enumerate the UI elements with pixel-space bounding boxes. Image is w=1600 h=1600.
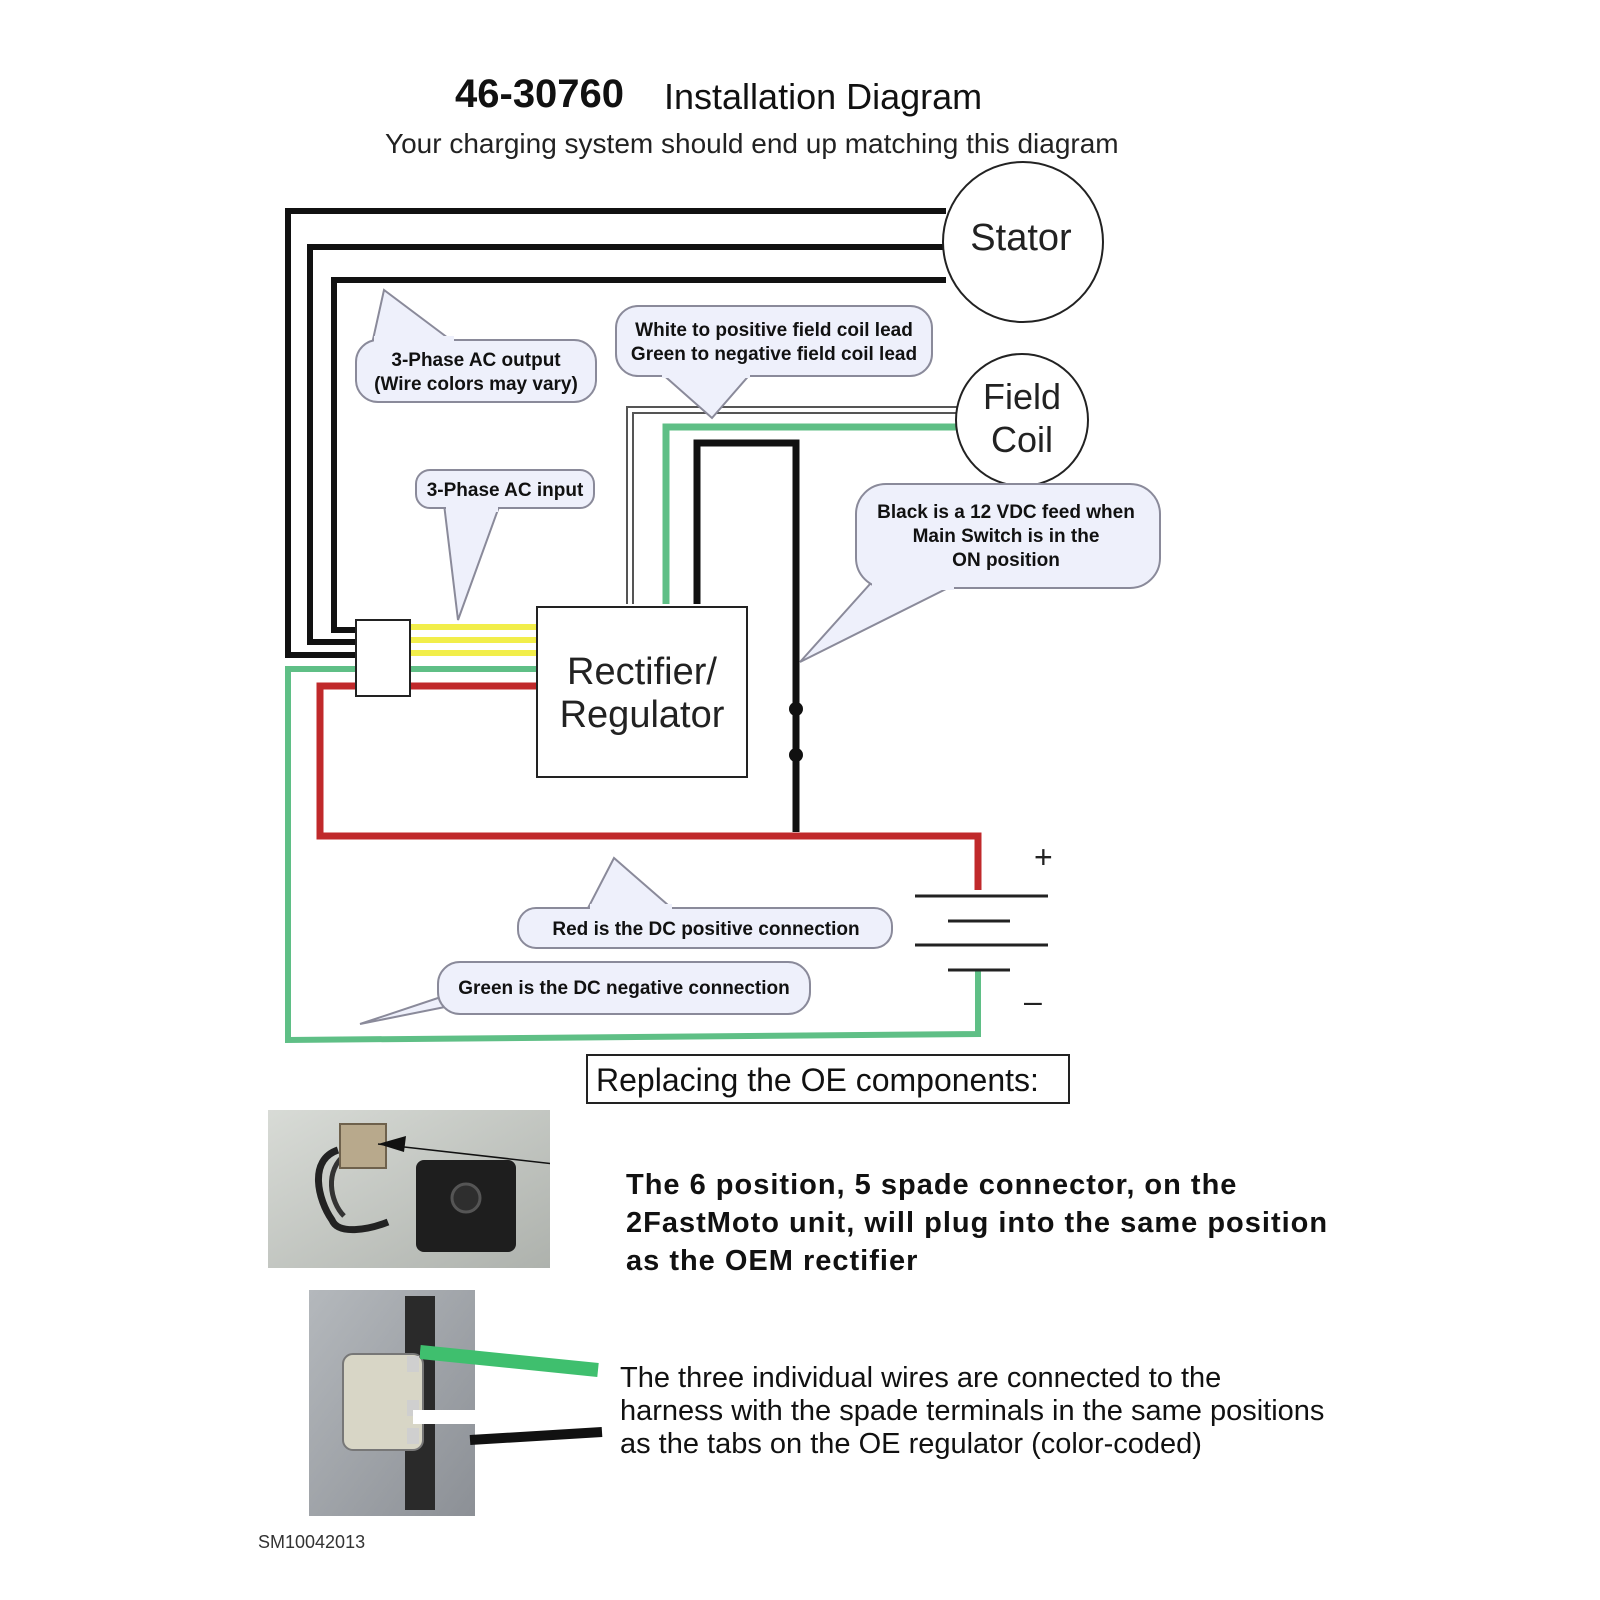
callout-red-positive: Red is the DC positive connection xyxy=(517,856,893,949)
stator-wire-3 xyxy=(331,277,946,633)
stator-label: Stator xyxy=(970,217,1072,259)
battery-negative-label: – xyxy=(1024,983,1042,1019)
ac-input-label: 3-Phase AC input xyxy=(427,480,584,501)
rectifier-label-1: Rectifier/ xyxy=(567,651,717,693)
battery-symbol xyxy=(915,894,1048,972)
stator-circle xyxy=(942,161,1104,323)
callout-green-negative: Green is the DC negative connection xyxy=(359,961,811,1025)
field-leads-line-1: White to positive field coil lead xyxy=(635,320,913,341)
field-white-wire xyxy=(626,406,964,604)
page-title: Installation Diagram xyxy=(664,76,983,117)
junction-dot-1 xyxy=(789,702,803,716)
part-number: 46-30760 xyxy=(455,72,625,116)
black-wire-stub xyxy=(469,1427,603,1445)
rectifier-label-2: Regulator xyxy=(560,694,725,736)
battery-positive-label: + xyxy=(1034,839,1053,875)
subtitle: Your charging system should end up match… xyxy=(385,128,1119,159)
connector-note-line-3: as the OEM rectifier xyxy=(626,1245,919,1277)
stator-wire-1 xyxy=(285,208,946,658)
wires-note-line-3: as the tabs on the OE regulator (color-c… xyxy=(620,1428,1202,1460)
callout-black-feed: Black is a 12 VDC feed when Main Switch … xyxy=(799,483,1161,663)
green-wire-stub xyxy=(420,1345,599,1377)
stator-wires xyxy=(285,208,946,658)
connector-note-line-1: The 6 position, 5 spade connector, on th… xyxy=(626,1169,1238,1201)
stator-wire-2 xyxy=(307,244,946,645)
field-coil-label-1: Field xyxy=(983,376,1061,417)
wires-note: The three individual wires are connected… xyxy=(620,1362,1340,1461)
oe-regulator-photo xyxy=(309,1290,475,1516)
wires-note-line-1: The three individual wires are connected… xyxy=(620,1362,1222,1394)
wires-note-line-2: harness with the spade terminals in the … xyxy=(620,1395,1325,1427)
yellow-wires xyxy=(410,624,537,656)
replace-heading-box: Replacing the OE components: xyxy=(586,1054,1070,1104)
field-coil-label-2: Coil xyxy=(991,419,1053,460)
connector-note-line-2: 2FastMoto unit, will plug into the same … xyxy=(626,1207,1329,1239)
black-feed-wire xyxy=(693,439,800,832)
junction-dot-2 xyxy=(789,748,803,762)
green-negative-label: Green is the DC negative connection xyxy=(458,978,790,999)
oem-rectifier-photo xyxy=(268,1110,550,1268)
black-feed-line-2: Main Switch is in the xyxy=(913,526,1100,547)
ac-output-line-1: 3-Phase AC output xyxy=(391,350,561,371)
rectifier-regulator-box xyxy=(536,606,748,778)
black-feed-line-3: ON position xyxy=(952,550,1060,571)
ac-output-line-2: (Wire colors may vary) xyxy=(374,374,578,395)
callout-ac-input: 3-Phase AC input xyxy=(415,469,595,621)
callout-ac-output: 3-Phase AC output (Wire colors may vary) xyxy=(355,288,597,403)
connector-note: The 6 position, 5 spade connector, on th… xyxy=(626,1166,1346,1280)
callout-field-leads: White to positive field coil lead Green … xyxy=(615,305,933,420)
footer-code: SM10042013 xyxy=(258,1532,366,1552)
field-green-wire xyxy=(662,423,964,604)
replace-heading: Replacing the OE components: xyxy=(596,1062,1039,1098)
connector-block xyxy=(355,619,411,697)
wire-stubs xyxy=(420,1345,603,1445)
red-positive-label: Red is the DC positive connection xyxy=(552,919,859,940)
field-leads-line-2: Green to negative field coil lead xyxy=(631,344,917,365)
black-feed-line-1: Black is a 12 VDC feed when xyxy=(877,502,1135,523)
